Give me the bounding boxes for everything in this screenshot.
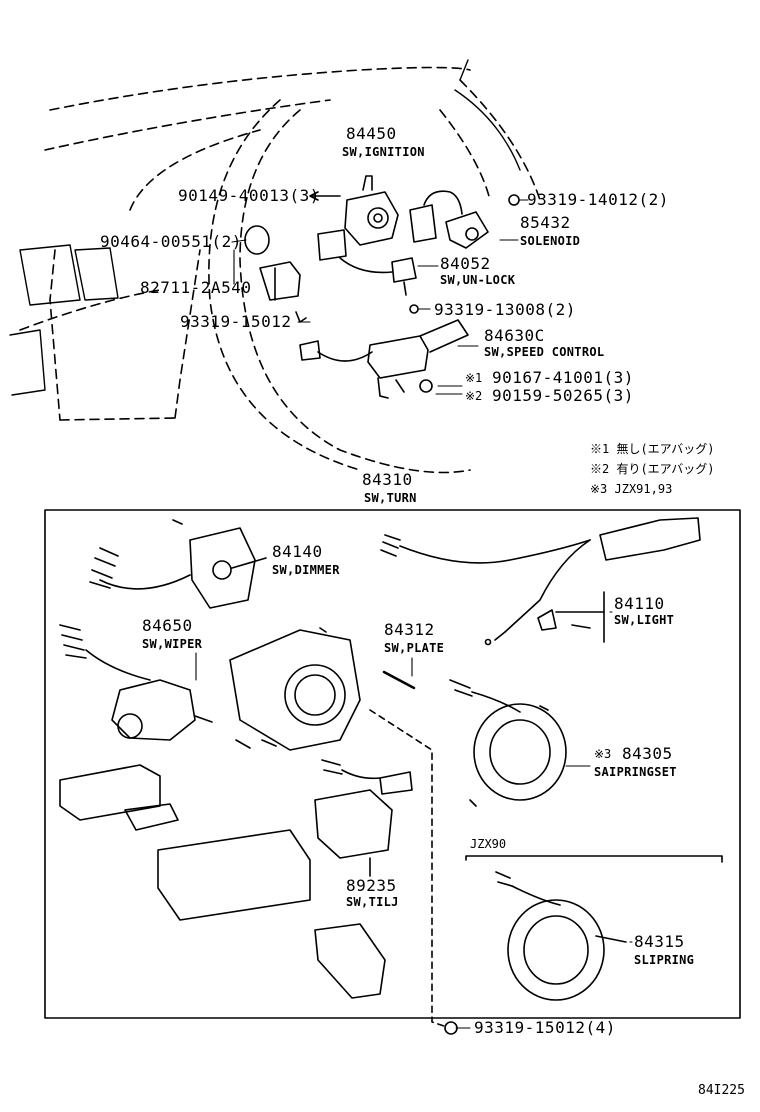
wiper-part-number: 84650 xyxy=(142,616,193,635)
slipring-part-number: 84315 xyxy=(634,932,685,951)
bolt-2-mark: ※1 xyxy=(465,371,483,385)
plate-art xyxy=(382,670,416,690)
screw-art xyxy=(444,1021,458,1035)
unlock-switch-art xyxy=(317,229,419,314)
bolt-3-mark: ※2 xyxy=(465,389,483,403)
combination-switch-art xyxy=(229,627,361,751)
turn-switch-art xyxy=(380,517,701,646)
tilt-name: SW,TILJ xyxy=(346,895,399,909)
dimmer-switch-art xyxy=(89,519,267,609)
solenoid-part-number: 85432 xyxy=(520,213,571,232)
note-3: ※3 JZX91,93 xyxy=(590,482,673,496)
speed-control-part-number: 84630C xyxy=(484,326,545,345)
note-2: ※2 有り(エアバッグ) xyxy=(590,462,715,476)
spring-mark: ※3 xyxy=(594,747,612,761)
dimmer-part-number: 84140 xyxy=(272,542,323,561)
light-name: SW,LIGHT xyxy=(614,613,675,627)
spring-name: SAIPRINGSET xyxy=(594,765,677,779)
wiper-name: SW,WIPER xyxy=(142,637,203,651)
ignition-name: SW,IGNITION xyxy=(342,145,425,159)
bolt-3-part-number: 90159-50265(3) xyxy=(492,386,634,405)
diagram-code: 84I225 xyxy=(698,1083,745,1098)
plate-name: SW,PLATE xyxy=(384,641,445,655)
slipring-name: SLIPRING xyxy=(634,953,695,967)
turn-switch-name: SW,TURN xyxy=(364,491,417,505)
jzx90-label: JZX90 xyxy=(470,837,507,851)
slip-ring-art xyxy=(495,871,627,1001)
screw-1-part-number: 93319-15012 xyxy=(180,312,292,331)
tilt-switch-art xyxy=(314,759,413,877)
unlock-name: SW,UN-LOCK xyxy=(440,273,516,287)
bolt-1-part-number: 90149-40013(3) xyxy=(178,186,320,205)
light-part-number: 84110 xyxy=(614,594,665,613)
bracket-part-number: 82711-2A540 xyxy=(140,278,252,297)
solenoid-art xyxy=(409,190,520,249)
bolt-2-part-number: 90167-41001(3) xyxy=(492,368,634,387)
spring-part-number: 84305 xyxy=(622,744,673,763)
spiral-spring-art xyxy=(449,679,567,807)
plate-part-number: 84312 xyxy=(384,620,435,639)
connector-pieces-art xyxy=(59,764,386,999)
turn-switch-part-number: 84310 xyxy=(362,470,413,489)
leader-lines xyxy=(195,199,633,1029)
wiper-switch-art xyxy=(59,624,213,741)
ring-art xyxy=(244,225,270,255)
turn-switch-frame xyxy=(44,509,741,1019)
console-solid xyxy=(9,59,521,396)
screw-4-part-number: 93319-15012(4) xyxy=(474,1018,616,1037)
speed-control-art xyxy=(299,319,469,399)
screw-2-part-number: 93319-14012(2) xyxy=(527,190,669,209)
jzx90-bracket xyxy=(465,855,723,863)
unlock-part-number: 84052 xyxy=(440,254,491,273)
solenoid-name: SOLENOID xyxy=(520,234,581,248)
ignition-part-number: 84450 xyxy=(346,124,397,143)
speed-control-name: SW,SPEED CONTROL xyxy=(484,345,605,359)
tilt-part-number: 89235 xyxy=(346,876,397,895)
screw-leader xyxy=(369,709,445,1027)
dashboard-outline xyxy=(19,66,541,474)
ring-part-number: 90464-00551(2) xyxy=(100,232,242,251)
dimmer-name: SW,DIMMER xyxy=(272,563,340,577)
note-1: ※1 無し(エアバッグ) xyxy=(590,442,715,456)
ignition-switch-art xyxy=(309,175,399,246)
screw-3-part-number: 93319-13008(2) xyxy=(434,300,576,319)
